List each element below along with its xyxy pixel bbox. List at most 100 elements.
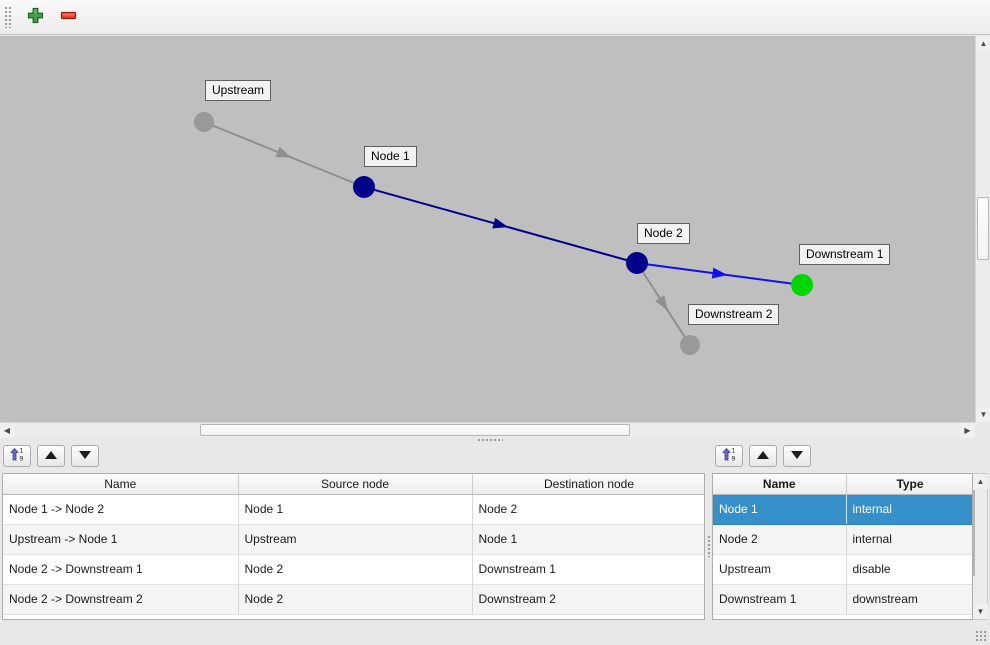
svg-text:9: 9 xyxy=(731,456,735,463)
table-cell[interactable]: Node 2 -> Downstream 2 xyxy=(3,584,239,615)
svg-text:1: 1 xyxy=(19,448,23,455)
node-table-scroll-trough[interactable] xyxy=(973,489,987,604)
column-header[interactable]: Name xyxy=(713,474,847,495)
column-header[interactable]: Destination node xyxy=(472,474,704,495)
column-header[interactable]: Source node xyxy=(238,474,473,495)
splitter-handle-icon xyxy=(477,438,503,442)
horizontal-splitter[interactable] xyxy=(0,437,990,443)
table-cell[interactable]: Node 2 xyxy=(238,584,473,615)
node-label[interactable]: Downstream 2 xyxy=(688,304,780,325)
move-up-button[interactable] xyxy=(37,445,65,467)
sort-ascending-icon: 1 9 xyxy=(9,447,25,465)
table-cell[interactable]: Node 1 xyxy=(713,494,847,525)
scroll-up-icon[interactable]: ▲ xyxy=(976,36,990,51)
column-header[interactable]: Type xyxy=(846,474,972,495)
table-cell[interactable]: disable xyxy=(846,554,972,585)
table-cell[interactable]: Upstream -> Node 1 xyxy=(3,524,239,555)
table-cell[interactable]: Node 1 -> Node 2 xyxy=(3,494,239,525)
node-label[interactable]: Node 2 xyxy=(637,223,690,244)
table-cell[interactable]: Node 1 xyxy=(472,524,704,555)
up-arrow-icon xyxy=(44,449,58,464)
table-cell[interactable]: Node 2 xyxy=(238,554,473,585)
table-cell[interactable]: Downstream 2 xyxy=(472,584,704,615)
main-toolbar xyxy=(0,0,990,35)
vertical-splitter[interactable] xyxy=(706,443,712,621)
node-label[interactable]: Upstream xyxy=(205,80,272,101)
canvas-hscroll-trough[interactable] xyxy=(14,423,960,437)
scroll-right-icon[interactable]: ▶ xyxy=(960,423,975,438)
graph-node[interactable] xyxy=(626,252,648,274)
edge-arrow-icon xyxy=(492,217,509,229)
table-cell[interactable]: Node 2 -> Downstream 1 xyxy=(3,554,239,585)
edge-arrow-icon xyxy=(275,146,292,158)
node-table-scrollbar[interactable]: ▲ ▼ xyxy=(973,473,988,620)
graph-node[interactable] xyxy=(791,274,813,296)
svg-text:1: 1 xyxy=(731,448,735,455)
minus-icon xyxy=(60,7,77,27)
node-label[interactable]: Downstream 1 xyxy=(799,244,891,265)
graph-node[interactable] xyxy=(353,176,375,198)
add-node-button[interactable] xyxy=(22,4,48,30)
svg-text:9: 9 xyxy=(19,456,23,463)
table-cell[interactable]: internal xyxy=(846,494,972,525)
toolbar-grip[interactable] xyxy=(4,6,13,28)
scroll-left-icon[interactable]: ◀ xyxy=(0,423,14,438)
graph-node[interactable] xyxy=(680,335,700,355)
up-arrow-icon xyxy=(756,449,770,464)
sort-button[interactable]: 1 9 xyxy=(715,445,743,467)
canvas-vscroll-thumb[interactable] xyxy=(977,197,989,260)
table-cell[interactable]: internal xyxy=(846,524,972,555)
move-down-button[interactable] xyxy=(71,445,99,467)
sort-button[interactable]: 1 9 xyxy=(3,445,31,467)
down-arrow-icon xyxy=(78,449,92,464)
edge-list-toolbar: 1 9 xyxy=(0,443,706,473)
canvas-hscroll-thumb[interactable] xyxy=(200,424,630,436)
down-arrow-icon xyxy=(790,449,804,464)
canvas-horizontal-scrollbar[interactable]: ◀ ▶ xyxy=(0,422,975,438)
table-cell[interactable]: Downstream 1 xyxy=(713,584,847,615)
scroll-up-icon[interactable]: ▲ xyxy=(973,474,988,489)
table-cell[interactable]: Node 2 xyxy=(472,494,704,525)
sort-ascending-icon: 1 9 xyxy=(721,447,737,465)
table-cell[interactable]: Node 2 xyxy=(713,524,847,555)
move-down-button[interactable] xyxy=(783,445,811,467)
table-cell[interactable]: Upstream xyxy=(713,554,847,585)
canvas-vscroll-trough[interactable] xyxy=(976,51,990,407)
scroll-down-icon[interactable]: ▼ xyxy=(976,407,990,422)
table-cell[interactable]: downstream xyxy=(846,584,972,615)
table-cell[interactable]: Node 1 xyxy=(238,494,473,525)
splitter-handle-icon xyxy=(707,535,711,557)
move-up-button[interactable] xyxy=(749,445,777,467)
scrollbar-corner xyxy=(975,422,990,437)
column-header[interactable]: Name xyxy=(3,474,239,495)
remove-node-button[interactable] xyxy=(55,4,81,30)
edge-arrow-icon xyxy=(655,295,668,311)
table-cell[interactable]: Downstream 1 xyxy=(472,554,704,585)
graph-node[interactable] xyxy=(194,112,214,132)
window-resize-grip[interactable] xyxy=(975,630,988,643)
node-table-scroll-thumb[interactable] xyxy=(973,490,975,576)
node-label[interactable]: Node 1 xyxy=(364,146,417,167)
scroll-down-icon[interactable]: ▼ xyxy=(973,604,988,619)
canvas-vertical-scrollbar[interactable]: ▲ ▼ xyxy=(975,36,990,422)
table-cell[interactable]: Upstream xyxy=(238,524,473,555)
graph-svg xyxy=(194,112,813,355)
edge-arrow-icon xyxy=(711,267,728,279)
